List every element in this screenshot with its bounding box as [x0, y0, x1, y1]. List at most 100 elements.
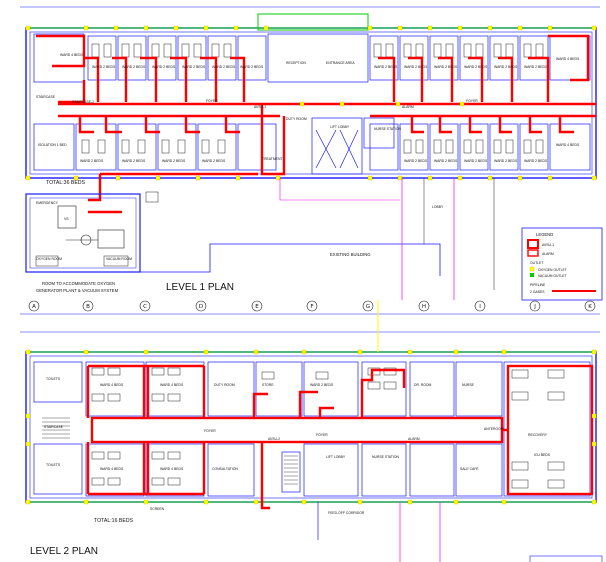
level1-beds [81, 43, 544, 154]
level1-labels: WARD 4 BEDS WARD 2 BEDS WARD 2 BEDS WARD… [36, 53, 580, 209]
level1-room-label: WARD 2 BEDS [152, 65, 176, 69]
level2-corridor-label: LIFT LOBBY [326, 455, 346, 459]
level2-corridor-label: NURSE STATION [372, 455, 400, 459]
oxygen-room-label: OXYGEN ROOM [36, 257, 62, 261]
level2-room-label: DUTY ROOM [214, 383, 235, 387]
level1-corridor-label: ALARM [402, 105, 414, 109]
level1-corridor-label: DUTY ROOM [286, 117, 307, 121]
level1-room-label: WARD 4 BEDS [60, 53, 84, 57]
level2-room-label: RECOVERY [528, 433, 548, 437]
level1-room-label: WARD 2 BEDS [524, 65, 548, 69]
level1-corridor-label: FOYER [206, 99, 218, 103]
level1-room-label: WARD 2 BEDS [162, 159, 186, 163]
level1-room-label: WARD 2 BEDS [374, 65, 398, 69]
legend-item: OUTLET [530, 261, 543, 265]
level2-room-label: ICU BEDS [534, 453, 551, 457]
level1-room-label: WARD 2 BEDS [122, 159, 146, 163]
grid-bubble-label: J [533, 304, 536, 310]
level2-room-label: TOILETS [46, 463, 61, 467]
legend-item: ALARM [542, 252, 554, 256]
grid-bubble [251, 300, 263, 312]
level1-room-label: WARD 2 BEDS [494, 65, 518, 69]
legend-item: OXYGEN OUTLET [538, 268, 567, 272]
level2-corridor-label: FOYER [204, 429, 216, 433]
oxygen-room-label: VACUUM ROOM [106, 257, 132, 261]
grid-bubble-label: B [86, 304, 90, 310]
level2-labels: TOILETS TOILETS WARD 4 BEDS WARD 4 BEDS … [44, 377, 551, 524]
level1-plan: WARD 4 BEDS WARD 2 BEDS WARD 2 BEDS WARD… [20, 6, 600, 300]
level1-room-label: WARD 2 BEDS [122, 65, 146, 69]
level2-room-label: WARD 4 BEDS [100, 467, 124, 471]
level1-room-label: WARD 2 BEDS [524, 159, 548, 163]
level1-oxygen-plant-room: EMERGENCY VS OXYGEN ROOM VACUUM ROOM ROO… [25, 191, 159, 293]
grid-bubble-label: K [588, 304, 592, 310]
level2-room-label: TOILETS [46, 377, 61, 381]
legend-stub [529, 555, 603, 562]
level2-rooms [33, 361, 591, 497]
grid-bubble [139, 300, 151, 312]
level1-room-label: WARD 2 BEDS [92, 65, 116, 69]
level1-room-label: WARD 2 BEDS [434, 65, 458, 69]
oxygen-room-caption: GENERATOR PLANT & VACUUM SYSTEM [36, 288, 119, 293]
oxygen-room-label: EMERGENCY [36, 201, 59, 205]
level1-room-label: WARD 2 BEDS [182, 65, 206, 69]
legend-title: LEGEND [536, 232, 553, 237]
oxygen-room-label: VS [64, 217, 69, 221]
grid-bubble-label: H [422, 304, 426, 310]
level1-room-label: ISOLATION 1 BED [38, 143, 67, 147]
level2-footer-label: FEED-OFF CORRIDOR [328, 511, 365, 515]
level2-corridor-label: FOYER [316, 433, 328, 437]
level2-corridor-label: STAIRCASE [44, 425, 64, 429]
level2-plan: TOILETS TOILETS WARD 4 BEDS WARD 4 BEDS … [25, 300, 597, 562]
level2-room-label: STORE [262, 383, 274, 387]
level2-corridor-label: ALARM [408, 437, 420, 441]
level1-corridor-label: RECEPTION [286, 61, 306, 65]
level2-footer-label: SCREEN [150, 507, 165, 511]
grid-bubble-label: F [310, 304, 313, 310]
oxygen-room-caption: ROOM TO ACCOMMODATE OXYGEN [42, 281, 115, 286]
level2-room-label: WARD 2 BEDS [310, 383, 334, 387]
level1-title: LEVEL 1 PLAN [166, 282, 234, 293]
level2-stairs [42, 417, 298, 485]
level1-corridor-label: TREATMENT [262, 157, 282, 161]
level1-room-label: WARD 2 BEDS [494, 159, 518, 163]
level1-room-label: WARD 4 BEDS [556, 57, 580, 61]
legend-item: VACUUM OUTLET [538, 274, 567, 278]
grid-bubble-label: A [32, 304, 36, 310]
level1-core [267, 33, 395, 175]
level1-corridor-label: STAIRCASE-2 [72, 100, 94, 104]
level1-room-label: WARD 2 BEDS [464, 159, 488, 163]
level1-room-label: WARD 2 BEDS [404, 159, 428, 163]
legend-item: 2 GASES [530, 290, 545, 294]
level2-total-beds: TOTAL:16 BEDS [94, 518, 134, 524]
level1-corridor-label: NURSE STATION [374, 127, 402, 131]
grid-bubble [584, 300, 596, 312]
level1-room-label: WARD 2 BEDS [80, 159, 104, 163]
level1-corridor-label: STAIRCASE [36, 95, 56, 99]
existing-building-label: EXISTING BUILDING [330, 252, 371, 257]
grid-bubble-label: E [255, 304, 259, 310]
level2-room-label: WARD 4 BEDS [160, 467, 184, 471]
grid-bubble-label: I [479, 304, 481, 310]
level1-rooms-bottom-right [369, 123, 591, 171]
level1-room-label: WARD 4 BEDS [556, 143, 580, 147]
level1-corridor-label: ENTRANCE AREA [326, 61, 355, 65]
level1-room-label: WARD 2 BEDS [464, 65, 488, 69]
level2-corridor-label: AVSU-2 [268, 437, 280, 441]
grid-bubble [82, 300, 94, 312]
level1-corridor-label: AVSU-1 [254, 105, 266, 109]
grid-bubble [306, 300, 318, 312]
level1-site-lines: EXISTING BUILDING [140, 178, 495, 300]
grid-bubble [418, 300, 430, 312]
grid-bubble [28, 300, 40, 312]
grid-bubble [195, 300, 207, 312]
grid-bubble-label: D [199, 304, 203, 310]
level1-room-label: WARD 2 BEDS [434, 159, 458, 163]
level1-room-label: WARD 2 BEDS [240, 65, 264, 69]
level2-corridor-label: ANTEROOM [484, 427, 504, 431]
level2-room-label: SALE CAFE [460, 467, 479, 471]
level1-corridor-label: LIFT LOBBY [330, 125, 350, 129]
legend: LEGEND AVSU-1 ALARM OUTLET OXYGEN OUTLET… [521, 227, 603, 301]
